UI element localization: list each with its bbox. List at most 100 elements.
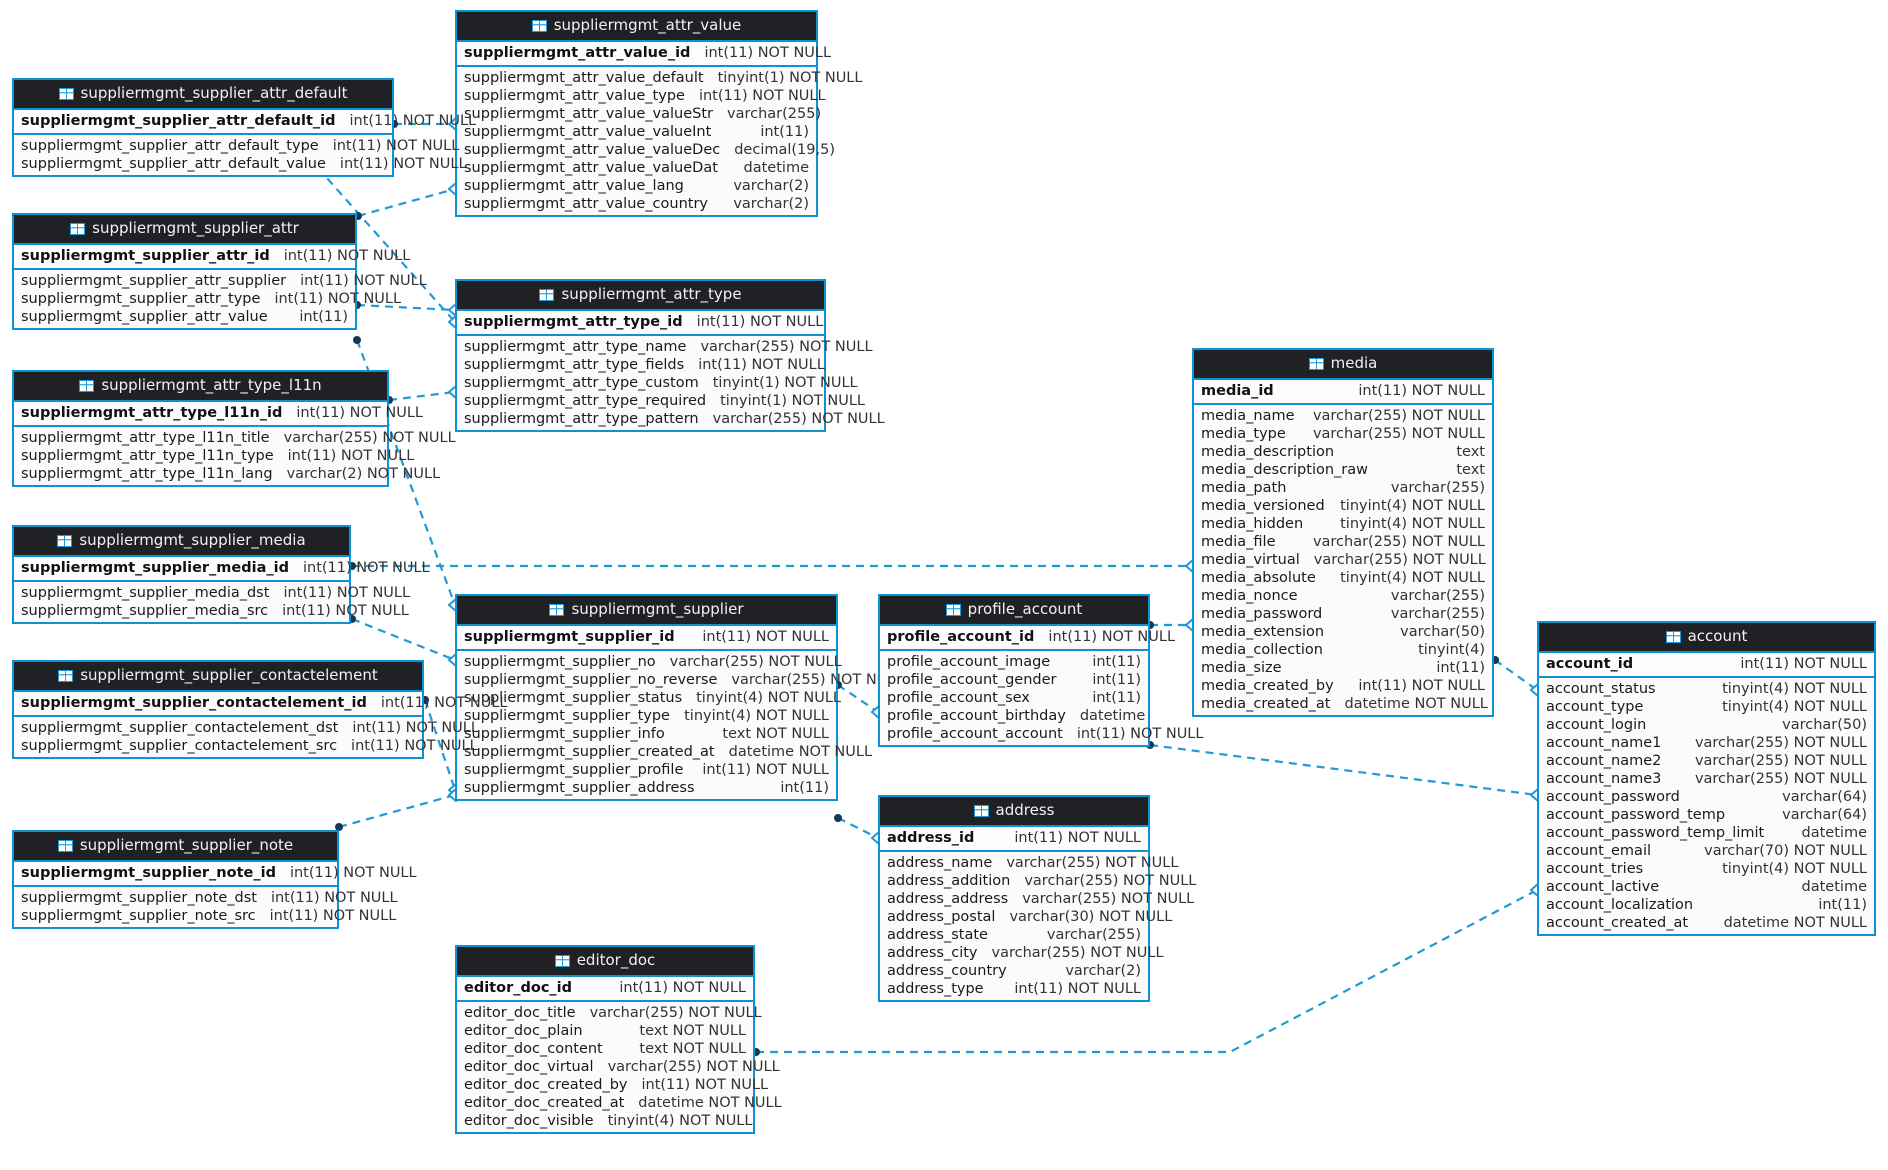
column-row-media_created_at[interactable]: media_created_at datetime NOT NULL	[1194, 695, 1492, 713]
column-row-suppliermgmt_supplier_attr_default_type[interactable]: suppliermgmt_supplier_attr_default_type …	[14, 137, 459, 155]
pk-row-suppliermgmt_supplier_media_id[interactable]: suppliermgmt_supplier_media_id int(11) N…	[14, 557, 430, 582]
column-row-suppliermgmt_attr_value_valueInt[interactable]: suppliermgmt_attr_value_valueInt int(11)	[457, 123, 816, 141]
column-row-media_hidden[interactable]: media_hidden tinyint(4) NOT NULL	[1194, 515, 1492, 533]
column-row-profile_account_birthday[interactable]: profile_account_birthday datetime	[880, 707, 1148, 725]
column-row-editor_doc_virtual[interactable]: editor_doc_virtual varchar(255) NOT NULL	[457, 1058, 780, 1076]
er-table-suppliermgmt_supplier_contactelement[interactable]: suppliermgmt_supplier_contactelement sup…	[12, 660, 508, 759]
column-row-media_collection[interactable]: media_collection tinyint(4)	[1194, 641, 1492, 659]
column-row-account_password_temp[interactable]: account_password_temp varchar(64)	[1539, 806, 1874, 824]
column-row-editor_doc_plain[interactable]: editor_doc_plain text NOT NULL	[457, 1022, 753, 1040]
column-row-suppliermgmt_supplier_media_src[interactable]: suppliermgmt_supplier_media_src int(11) …	[14, 602, 409, 620]
column-row-profile_account_sex[interactable]: profile_account_sex int(11)	[880, 689, 1148, 707]
er-table-suppliermgmt_supplier_attr_default[interactable]: suppliermgmt_supplier_attr_default suppl…	[12, 78, 476, 177]
column-row-suppliermgmt_attr_type_custom[interactable]: suppliermgmt_attr_type_custom tinyint(1)…	[457, 374, 858, 392]
column-row-suppliermgmt_supplier_note_dst[interactable]: suppliermgmt_supplier_note_dst int(11) N…	[14, 889, 398, 907]
er-table-suppliermgmt_supplier[interactable]: suppliermgmt_supplier suppliermgmt_suppl…	[455, 594, 903, 801]
column-row-media_path[interactable]: media_path varchar(255)	[1194, 479, 1492, 497]
column-row-media_absolute[interactable]: media_absolute tinyint(4) NOT NULL	[1194, 569, 1492, 587]
column-row-suppliermgmt_supplier_created_at[interactable]: suppliermgmt_supplier_created_at datetim…	[457, 743, 872, 761]
column-row-suppliermgmt_supplier_no_reverse[interactable]: suppliermgmt_supplier_no_reverse varchar…	[457, 671, 903, 689]
column-row-suppliermgmt_supplier_attr_supplier[interactable]: suppliermgmt_supplier_attr_supplier int(…	[14, 272, 427, 290]
column-row-address_state[interactable]: address_state varchar(255)	[880, 926, 1148, 944]
column-row-suppliermgmt_supplier_media_dst[interactable]: suppliermgmt_supplier_media_dst int(11) …	[14, 584, 410, 602]
pk-row-suppliermgmt_supplier_contactelement_id[interactable]: suppliermgmt_supplier_contactelement_id …	[14, 692, 508, 717]
er-table-suppliermgmt_attr_type[interactable]: suppliermgmt_attr_type suppliermgmt_attr…	[455, 279, 885, 432]
column-row-profile_account_account[interactable]: profile_account_account int(11) NOT NULL	[880, 725, 1203, 743]
er-table-suppliermgmt_attr_value[interactable]: suppliermgmt_attr_value suppliermgmt_att…	[455, 10, 862, 217]
er-table-suppliermgmt_attr_type_l11n[interactable]: suppliermgmt_attr_type_l11n suppliermgmt…	[12, 370, 456, 487]
column-row-suppliermgmt_attr_type_name[interactable]: suppliermgmt_attr_type_name varchar(255)…	[457, 338, 873, 356]
column-row-account_email[interactable]: account_email varchar(70) NOT NULL	[1539, 842, 1874, 860]
column-row-media_file[interactable]: media_file varchar(255) NOT NULL	[1194, 533, 1492, 551]
er-table-address[interactable]: address address_id int(11) NOT NULL addr…	[878, 795, 1196, 1002]
pk-row-suppliermgmt_supplier_attr_id[interactable]: suppliermgmt_supplier_attr_id int(11) NO…	[14, 245, 410, 270]
column-row-suppliermgmt_supplier_no[interactable]: suppliermgmt_supplier_no varchar(255) NO…	[457, 653, 842, 671]
column-row-account_lactive[interactable]: account_lactive datetime	[1539, 878, 1874, 896]
column-row-editor_doc_content[interactable]: editor_doc_content text NOT NULL	[457, 1040, 753, 1058]
column-row-editor_doc_created_by[interactable]: editor_doc_created_by int(11) NOT NULL	[457, 1076, 768, 1094]
column-row-address_country[interactable]: address_country varchar(2)	[880, 962, 1148, 980]
column-row-account_status[interactable]: account_status tinyint(4) NOT NULL	[1539, 680, 1874, 698]
er-table-suppliermgmt_supplier_media[interactable]: suppliermgmt_supplier_media suppliermgmt…	[12, 525, 430, 624]
er-table-profile_account[interactable]: profile_account profile_account_id int(1…	[878, 594, 1203, 747]
column-row-account_name2[interactable]: account_name2 varchar(255) NOT NULL	[1539, 752, 1874, 770]
column-row-suppliermgmt_attr_type_l11n_type[interactable]: suppliermgmt_attr_type_l11n_type int(11)…	[14, 447, 414, 465]
column-row-media_name[interactable]: media_name varchar(255) NOT NULL	[1194, 407, 1492, 425]
column-row-account_tries[interactable]: account_tries tinyint(4) NOT NULL	[1539, 860, 1874, 878]
column-row-suppliermgmt_attr_value_default[interactable]: suppliermgmt_attr_value_default tinyint(…	[457, 69, 862, 87]
column-row-address_city[interactable]: address_city varchar(255) NOT NULL	[880, 944, 1164, 962]
column-row-profile_account_image[interactable]: profile_account_image int(11)	[880, 653, 1148, 671]
column-row-media_description[interactable]: media_description text	[1194, 443, 1492, 461]
column-row-suppliermgmt_supplier_info[interactable]: suppliermgmt_supplier_info text NOT NULL	[457, 725, 836, 743]
column-row-suppliermgmt_attr_type_l11n_title[interactable]: suppliermgmt_attr_type_l11n_title varcha…	[14, 429, 456, 447]
pk-row-suppliermgmt_supplier_note_id[interactable]: suppliermgmt_supplier_note_id int(11) NO…	[14, 862, 417, 887]
pk-row-editor_doc_id[interactable]: editor_doc_id int(11) NOT NULL	[457, 977, 753, 1002]
column-row-suppliermgmt_supplier_attr_type[interactable]: suppliermgmt_supplier_attr_type int(11) …	[14, 290, 401, 308]
column-row-suppliermgmt_supplier_attr_value[interactable]: suppliermgmt_supplier_attr_value int(11)	[14, 308, 355, 326]
column-row-editor_doc_created_at[interactable]: editor_doc_created_at datetime NOT NULL	[457, 1094, 782, 1112]
column-row-suppliermgmt_supplier_note_src[interactable]: suppliermgmt_supplier_note_src int(11) N…	[14, 907, 396, 925]
pk-row-suppliermgmt_supplier_id[interactable]: suppliermgmt_supplier_id int(11) NOT NUL…	[457, 626, 836, 651]
column-row-suppliermgmt_supplier_type[interactable]: suppliermgmt_supplier_type tinyint(4) NO…	[457, 707, 836, 725]
pk-row-suppliermgmt_attr_value_id[interactable]: suppliermgmt_attr_value_id int(11) NOT N…	[457, 42, 831, 67]
column-row-media_extension[interactable]: media_extension varchar(50)	[1194, 623, 1492, 641]
column-row-address_address[interactable]: address_address varchar(255) NOT NULL	[880, 890, 1194, 908]
pk-row-profile_account_id[interactable]: profile_account_id int(11) NOT NULL	[880, 626, 1175, 651]
column-row-media_size[interactable]: media_size int(11)	[1194, 659, 1492, 677]
column-row-account_name1[interactable]: account_name1 varchar(255) NOT NULL	[1539, 734, 1874, 752]
column-row-account_login[interactable]: account_login varchar(50)	[1539, 716, 1874, 734]
column-row-suppliermgmt_supplier_contactelement_dst[interactable]: suppliermgmt_supplier_contactelement_dst…	[14, 719, 479, 737]
column-row-media_virtual[interactable]: media_virtual varchar(255) NOT NULL	[1194, 551, 1492, 569]
column-row-media_description_raw[interactable]: media_description_raw text	[1194, 461, 1492, 479]
pk-row-media_id[interactable]: media_id int(11) NOT NULL	[1194, 380, 1492, 405]
pk-row-account_id[interactable]: account_id int(11) NOT NULL	[1539, 653, 1874, 678]
column-row-editor_doc_title[interactable]: editor_doc_title varchar(255) NOT NULL	[457, 1004, 762, 1022]
er-table-suppliermgmt_supplier_note[interactable]: suppliermgmt_supplier_note suppliermgmt_…	[12, 830, 417, 929]
column-row-account_type[interactable]: account_type tinyint(4) NOT NULL	[1539, 698, 1874, 716]
column-row-media_created_by[interactable]: media_created_by int(11) NOT NULL	[1194, 677, 1492, 695]
column-row-suppliermgmt_attr_value_type[interactable]: suppliermgmt_attr_value_type int(11) NOT…	[457, 87, 826, 105]
column-row-editor_doc_visible[interactable]: editor_doc_visible tinyint(4) NOT NULL	[457, 1112, 753, 1130]
column-row-address_addition[interactable]: address_addition varchar(255) NOT NULL	[880, 872, 1196, 890]
column-row-media_nonce[interactable]: media_nonce varchar(255)	[1194, 587, 1492, 605]
column-row-suppliermgmt_supplier_address[interactable]: suppliermgmt_supplier_address int(11)	[457, 779, 836, 797]
column-row-address_type[interactable]: address_type int(11) NOT NULL	[880, 980, 1148, 998]
column-row-media_password[interactable]: media_password varchar(255)	[1194, 605, 1492, 623]
column-row-suppliermgmt_attr_value_country[interactable]: suppliermgmt_attr_value_country varchar(…	[457, 195, 816, 213]
column-row-suppliermgmt_attr_value_valueStr[interactable]: suppliermgmt_attr_value_valueStr varchar…	[457, 105, 821, 123]
column-row-suppliermgmt_attr_type_l11n_lang[interactable]: suppliermgmt_attr_type_l11n_lang varchar…	[14, 465, 440, 483]
column-row-suppliermgmt_supplier_contactelement_src[interactable]: suppliermgmt_supplier_contactelement_src…	[14, 737, 478, 755]
er-table-suppliermgmt_supplier_attr[interactable]: suppliermgmt_supplier_attr suppliermgmt_…	[12, 213, 427, 330]
er-table-account[interactable]: account account_id int(11) NOT NULL acco…	[1537, 621, 1876, 936]
column-row-suppliermgmt_attr_type_fields[interactable]: suppliermgmt_attr_type_fields int(11) NO…	[457, 356, 825, 374]
column-row-suppliermgmt_attr_type_required[interactable]: suppliermgmt_attr_type_required tinyint(…	[457, 392, 865, 410]
column-row-account_localization[interactable]: account_localization int(11)	[1539, 896, 1874, 914]
column-row-account_created_at[interactable]: account_created_at datetime NOT NULL	[1539, 914, 1874, 932]
column-row-address_name[interactable]: address_name varchar(255) NOT NULL	[880, 854, 1178, 872]
column-row-address_postal[interactable]: address_postal varchar(30) NOT NULL	[880, 908, 1172, 926]
pk-row-address_id[interactable]: address_id int(11) NOT NULL	[880, 827, 1148, 852]
column-row-account_password[interactable]: account_password varchar(64)	[1539, 788, 1874, 806]
column-row-media_type[interactable]: media_type varchar(255) NOT NULL	[1194, 425, 1492, 443]
column-row-suppliermgmt_attr_type_pattern[interactable]: suppliermgmt_attr_type_pattern varchar(2…	[457, 410, 885, 428]
column-row-suppliermgmt_supplier_attr_default_value[interactable]: suppliermgmt_supplier_attr_default_value…	[14, 155, 467, 173]
